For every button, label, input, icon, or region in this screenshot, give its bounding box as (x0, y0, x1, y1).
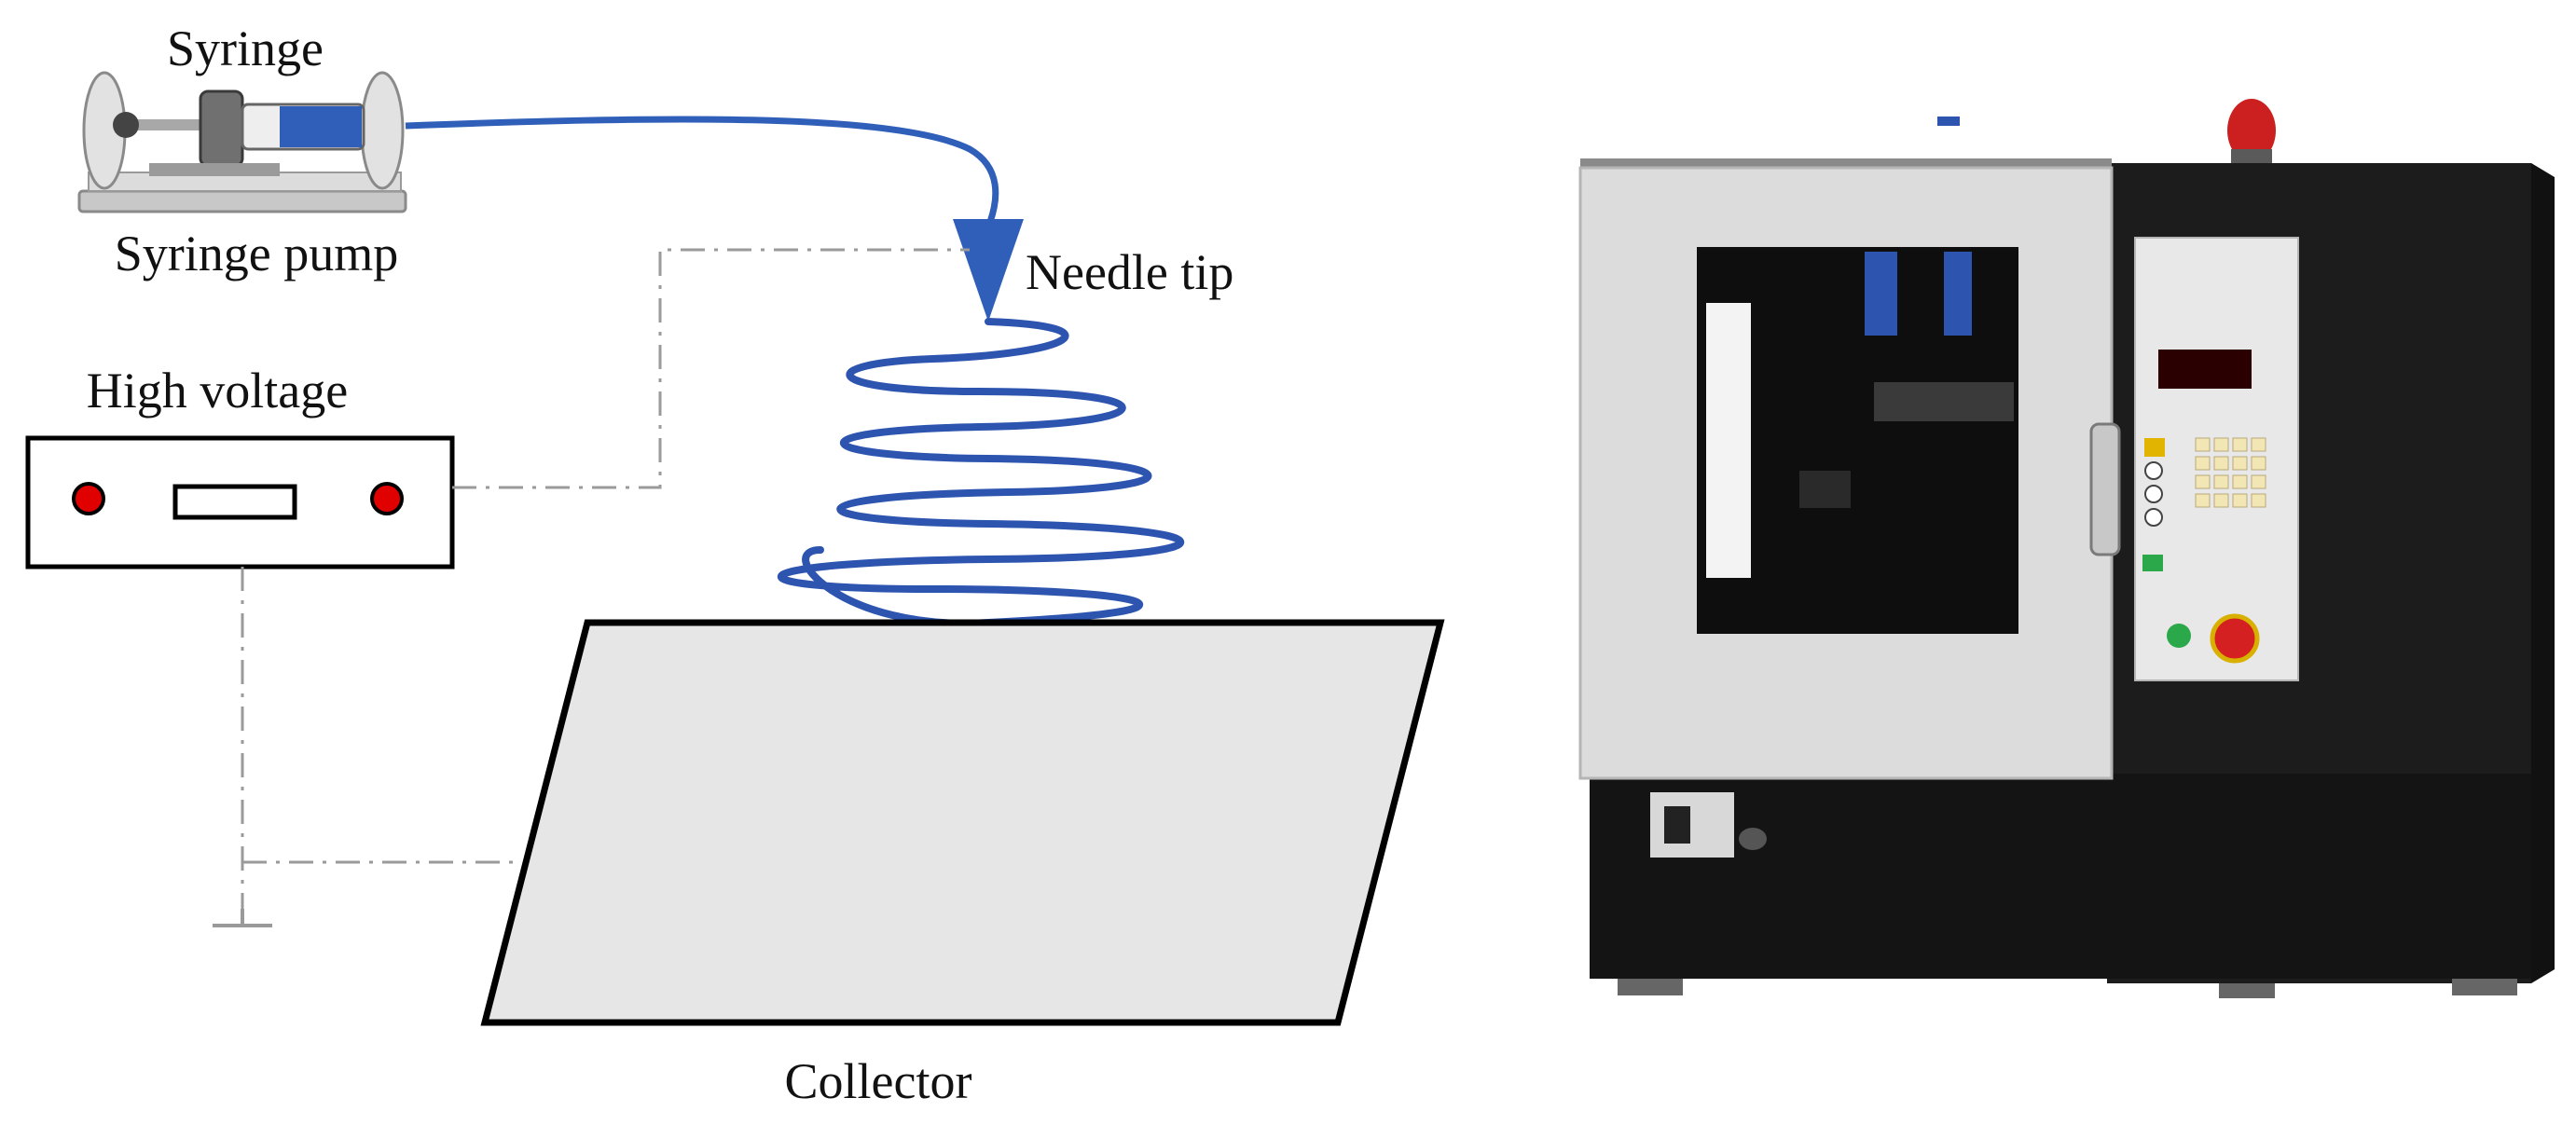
needle-tip-icon (953, 219, 1024, 322)
high-voltage-label: High voltage (87, 363, 348, 419)
syringe-pump-label: Syringe pump (115, 226, 399, 281)
door-handle (2089, 422, 2121, 556)
syringe-label: Syringe (167, 21, 324, 76)
ground-icon (213, 909, 272, 927)
emergency-stop-button (2210, 613, 2260, 664)
high-voltage-supply (25, 435, 455, 570)
display-slot (172, 484, 297, 520)
schematic: Syringe Syringe pump Needle tip High vol… (25, 21, 1445, 1109)
feed-tube (405, 116, 999, 224)
needle-tip-label: Needle tip (1026, 244, 1233, 300)
syringe-pump-icon (77, 71, 407, 213)
start-button (2167, 624, 2191, 648)
electrospinning-machine-icon (1578, 99, 2555, 998)
collector-label: Collector (785, 1053, 972, 1109)
electrode-right (370, 482, 404, 515)
fiber-jet (777, 318, 1185, 627)
wires (241, 248, 970, 923)
beacon-light (2227, 99, 2276, 162)
collector-plate (480, 619, 1445, 1026)
electrode-left (72, 482, 105, 515)
